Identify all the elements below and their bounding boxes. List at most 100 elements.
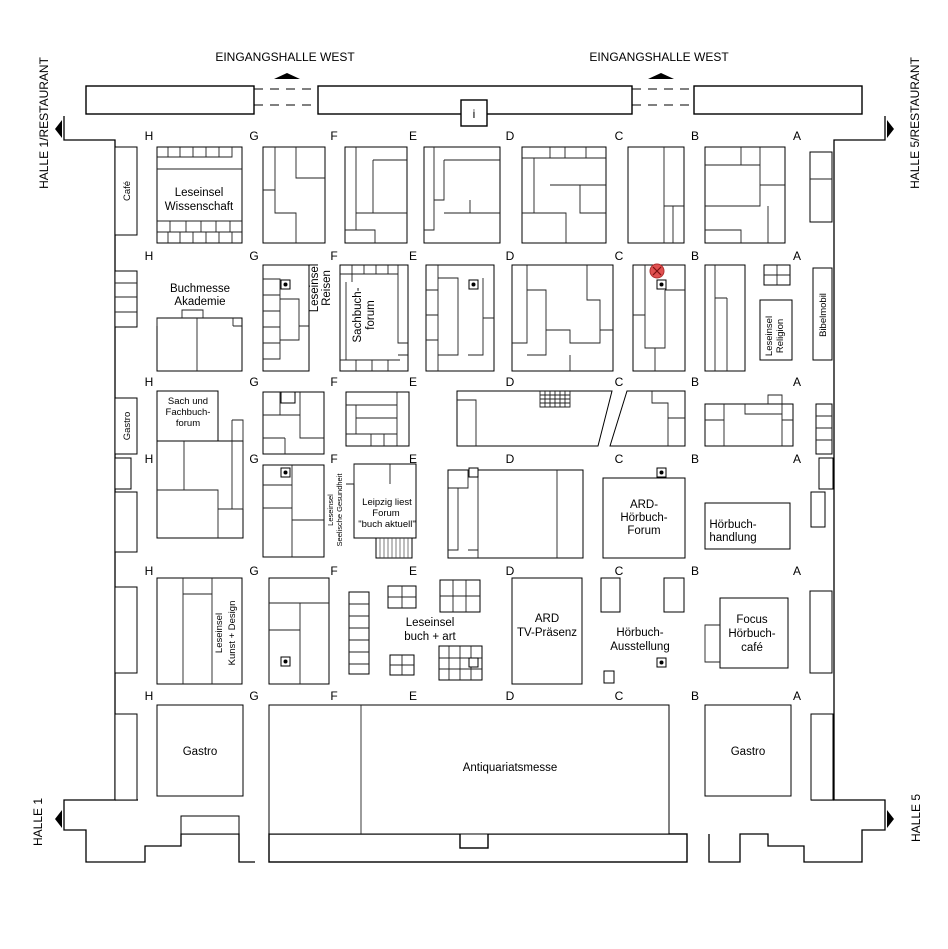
- stand-c-row5-b[interactable]: [663, 577, 685, 613]
- halle5-label: HALLE 5: [909, 794, 923, 842]
- stand-ard-tv[interactable]: [511, 577, 583, 685]
- stand-gastro-right[interactable]: [704, 704, 792, 797]
- hall-outline: [55, 73, 894, 863]
- halle1-label: HALLE 1: [31, 798, 45, 846]
- stand-h-side-row4b[interactable]: [114, 491, 138, 553]
- stand-leseinsel-kunst[interactable]: [156, 577, 243, 685]
- stand-g-row3-box: [280, 391, 296, 404]
- stand-e-row1[interactable]: [423, 146, 501, 244]
- stand-buchmesse-akademie[interactable]: [156, 317, 243, 372]
- stand-gastro-small[interactable]: [114, 397, 138, 455]
- column-letter-e: E: [409, 452, 417, 466]
- focus-cafe-line3: café: [741, 642, 763, 654]
- column-letter-c: C: [615, 129, 624, 143]
- stand-cafe[interactable]: [114, 146, 138, 236]
- column-letter-e: E: [409, 689, 417, 703]
- entrance-arrow-icon: [274, 73, 300, 79]
- stand-gastro-left[interactable]: [156, 704, 244, 797]
- column-letter-d: D: [506, 452, 515, 466]
- stand-h-side-row6[interactable]: [114, 713, 138, 801]
- column-letter-a: A: [793, 249, 801, 263]
- stand-h-side-row2[interactable]: [114, 270, 138, 328]
- buchmesse-akademie-line2: Akademie: [174, 296, 225, 308]
- arrow-left-icon: [55, 120, 62, 138]
- stand-leseinsel-religion[interactable]: [759, 299, 793, 361]
- top-wall-right: [693, 85, 863, 115]
- stand-a-row5[interactable]: [809, 590, 833, 674]
- leseinsel-kunst-line2: Kunst + Design: [227, 601, 238, 666]
- stand-h-side-row4[interactable]: [114, 457, 132, 490]
- halle5-restaurant-label: HALLE 5/RESTAURANT: [908, 56, 922, 188]
- column-letter-h: H: [145, 129, 154, 143]
- column-letter-g: G: [249, 249, 258, 263]
- leseinsel-wissenschaft-line2: Wissenschaft: [165, 201, 234, 213]
- stand-c-row3[interactable]: [609, 390, 686, 447]
- stand-d-row1[interactable]: [521, 146, 607, 244]
- column-letter-h: H: [145, 564, 154, 578]
- stand-b-row3[interactable]: [704, 403, 794, 447]
- leseinsel-buch-art-line1: Leseinsel: [406, 617, 455, 629]
- stand-leseinsel-wissenschaft[interactable]: [156, 146, 243, 244]
- stand-b-row1[interactable]: [704, 146, 786, 244]
- stand-d-row3[interactable]: [456, 390, 613, 447]
- entrance-west-right-label: EINGANGSHALLE WEST: [589, 50, 729, 64]
- stand-d-row2[interactable]: [511, 264, 614, 372]
- stand-focus-cafe[interactable]: [719, 597, 789, 669]
- stand-g-row1[interactable]: [262, 146, 326, 244]
- arrow-right-icon: [887, 120, 894, 138]
- stand-sachbuchforum[interactable]: [339, 264, 409, 372]
- column-letter-c: C: [615, 564, 624, 578]
- stand-antiquariatsmesse[interactable]: [268, 704, 670, 835]
- stand-a-side-row6[interactable]: [810, 713, 834, 801]
- stand-bibelmobil[interactable]: [812, 267, 833, 361]
- column-letter-h: H: [145, 689, 154, 703]
- column-letter-f: F: [330, 689, 337, 703]
- column-letter-b: B: [691, 249, 699, 263]
- stand-g-row5[interactable]: [268, 577, 330, 685]
- entrance-arrow-icon: [648, 73, 674, 79]
- stand-leipzig-liest[interactable]: [353, 463, 417, 539]
- column-letter-f: F: [330, 129, 337, 143]
- hoerbuchhandlung-line1: Hörbuch-: [709, 519, 756, 531]
- info-point[interactable]: [460, 99, 488, 127]
- leseinsel-religion-line1: Leseinsel: [764, 316, 775, 356]
- top-wall-left: [85, 85, 255, 115]
- arrow-left-icon: [55, 810, 62, 828]
- stand-a-row1[interactable]: [809, 151, 833, 223]
- hoerbuchhandlung-line2: handlung: [709, 532, 756, 544]
- stand-d-row4[interactable]: [447, 469, 584, 559]
- hoerbuch-ausstellung-line1: Hörbuch-: [616, 627, 663, 639]
- leseinsel-wissenschaft-line1: Leseinsel: [175, 187, 224, 199]
- stand-c-row5-a[interactable]: [600, 577, 621, 613]
- stand-f-row1[interactable]: [344, 146, 408, 244]
- stand-a-side-row4b[interactable]: [810, 491, 826, 528]
- stand-hoerbuchhandlung[interactable]: [704, 502, 791, 550]
- column-letter-a: A: [793, 129, 801, 143]
- stand-a-side-row4[interactable]: [818, 457, 834, 490]
- row-2: Buchmesse Akademie Leseinsel Reisen Sach…: [114, 264, 833, 372]
- column-letter-f: F: [330, 375, 337, 389]
- row-3: Gastro Sach und Fachbuch- forum: [114, 390, 833, 455]
- stand-h-row4[interactable]: [156, 440, 244, 539]
- stand-a-row3[interactable]: [815, 403, 833, 455]
- cafe-label: Café: [122, 181, 133, 201]
- stand-h-side-row5[interactable]: [114, 586, 138, 674]
- entrance-west-left-label: EINGANGSHALLE WEST: [215, 50, 355, 64]
- stand-c-row5-c: [603, 670, 615, 684]
- stand-f-row3[interactable]: [345, 391, 410, 447]
- leipzig-liest-line2: Forum: [372, 508, 400, 519]
- stand-g-row4[interactable]: [262, 464, 325, 558]
- column-letter-f: F: [330, 564, 337, 578]
- column-letter-b: B: [691, 129, 699, 143]
- highlighted-stand-marker[interactable]: [649, 263, 665, 279]
- stand-c-row1[interactable]: [627, 146, 685, 244]
- stand-b-row2[interactable]: [704, 264, 746, 372]
- stand-ard-hoerbuch[interactable]: [602, 477, 686, 559]
- column-letter-h: H: [145, 249, 154, 263]
- stand-sach-fachbuch[interactable]: [156, 390, 219, 442]
- column-letter-d: D: [506, 129, 515, 143]
- stand-f-row5[interactable]: [348, 591, 370, 675]
- sachbuchforum-line1: Sachbuch-: [352, 287, 364, 342]
